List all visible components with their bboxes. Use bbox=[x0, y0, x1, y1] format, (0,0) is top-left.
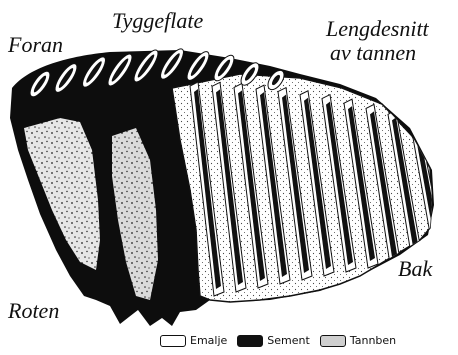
legend-item-sement: Sement bbox=[237, 334, 310, 347]
legend: Emalje Sement Tannben bbox=[160, 334, 406, 347]
label-foran: Foran bbox=[8, 34, 63, 56]
label-bak: Bak bbox=[398, 258, 432, 280]
label-av-tannen: av tannen bbox=[330, 42, 416, 64]
legend-swatch-sement bbox=[237, 335, 263, 347]
legend-swatch-tannben bbox=[320, 335, 346, 347]
legend-item-tannben: Tannben bbox=[320, 334, 396, 347]
legend-item-emalje: Emalje bbox=[160, 334, 227, 347]
legend-label-sement: Sement bbox=[267, 334, 310, 347]
label-lengdesnitt: Lengdesnitt bbox=[326, 18, 429, 40]
legend-label-tannben: Tannben bbox=[350, 334, 396, 347]
legend-label-emalje: Emalje bbox=[190, 334, 227, 347]
label-tyggeflate: Tyggeflate bbox=[112, 10, 203, 32]
label-roten: Roten bbox=[8, 300, 59, 322]
legend-swatch-emalje bbox=[160, 335, 186, 347]
